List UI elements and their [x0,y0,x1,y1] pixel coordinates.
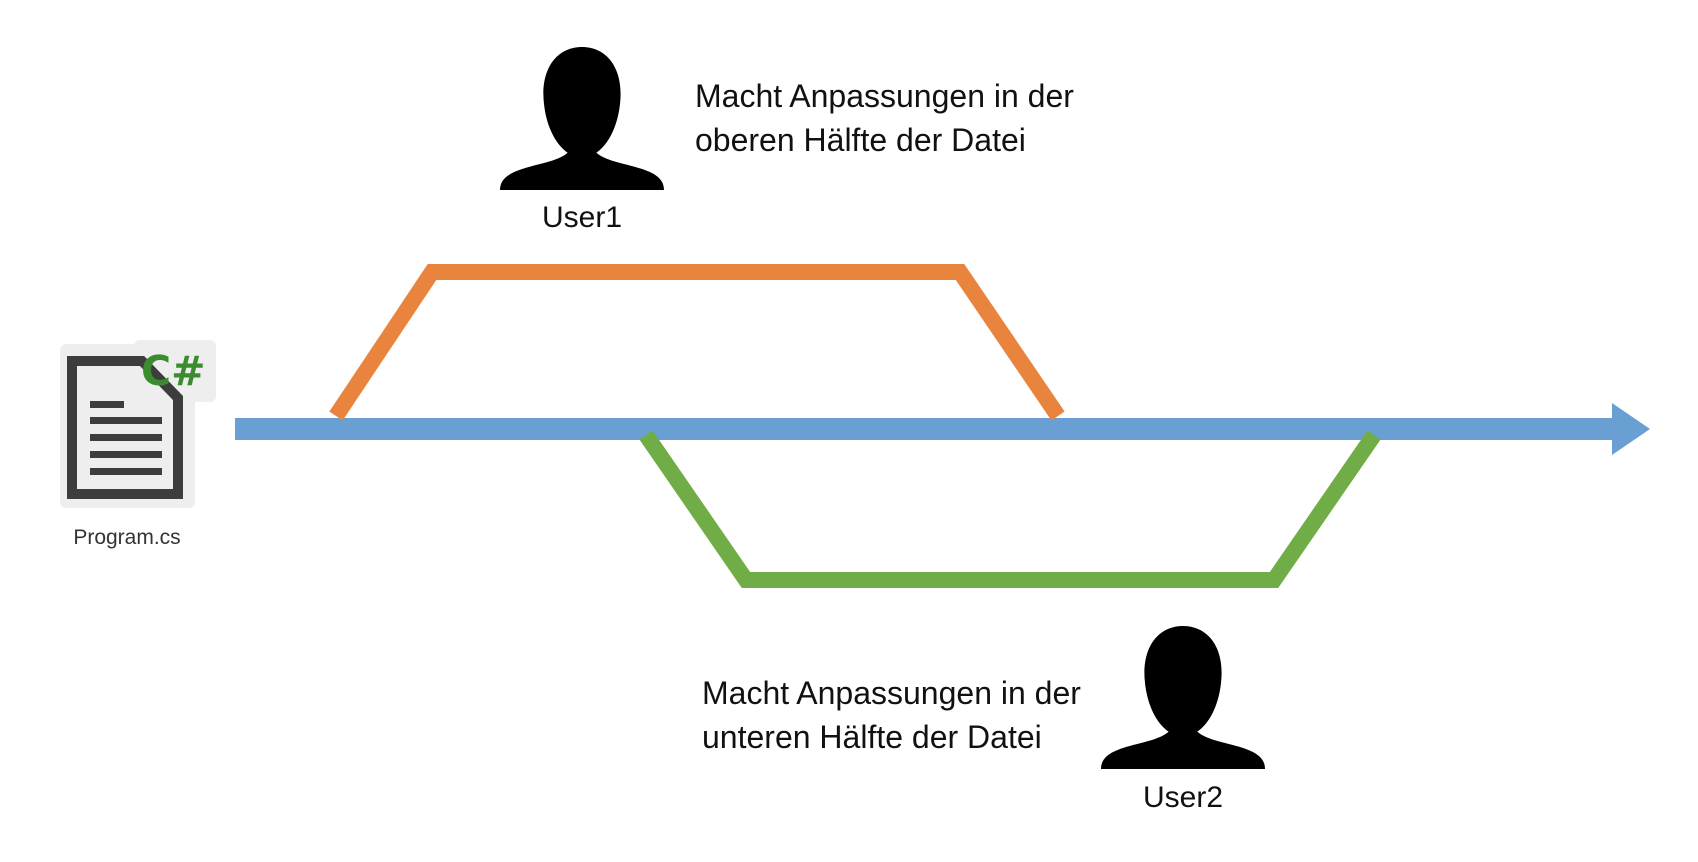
user2-branch-line [639,430,1381,588]
user2-description-line2: unteren Hälfte der Datei [702,719,1042,755]
user2-silhouette-icon [1101,626,1265,769]
csharp-file-icon [60,340,216,508]
file-name-label: Program.cs [73,526,181,549]
user1-label: User1 [541,201,623,234]
user2-description: Macht Anpassungen in der unteren Hälfte … [702,671,1081,759]
user2-description-line1: Macht Anpassungen in der [702,675,1081,711]
user1-branch-line [329,264,1065,421]
csharp-badge: C# [141,347,206,395]
user1-description-line2: oberen Hälfte der Datei [695,122,1026,158]
user1-description-line1: Macht Anpassungen in der [695,78,1074,114]
user1-description: Macht Anpassungen in der oberen Hälfte d… [695,74,1074,162]
timeline-arrowhead [1612,403,1650,455]
user2-label: User2 [1142,781,1224,814]
user1-silhouette-icon [500,47,664,190]
main-timeline [235,403,1650,455]
